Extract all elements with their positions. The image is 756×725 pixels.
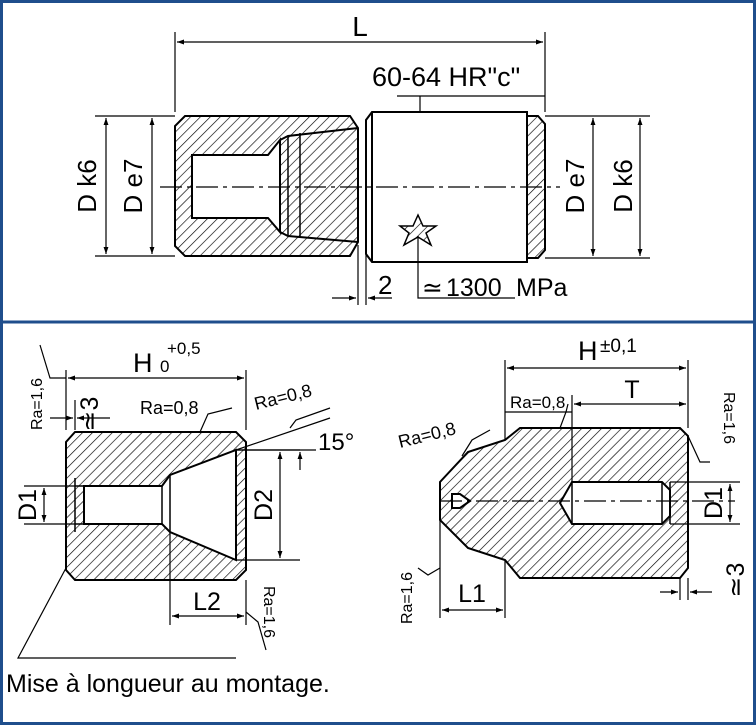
pressure-symbol: ≃ (422, 274, 443, 302)
left-roughness-top-left: Ra=1,6 (29, 378, 46, 430)
left-bore-dia-label: D1 (14, 489, 42, 521)
die-section (174, 115, 359, 257)
right-detail-view (417, 360, 740, 618)
left-chamfer-label: ≃3 (76, 397, 104, 432)
right-bore-dia-label: D1 (700, 487, 728, 519)
right-inner-dia-label: D e7 (560, 159, 590, 214)
tip-length-label: L1 (458, 580, 486, 608)
cone-dia-label: D2 (250, 489, 278, 521)
left-height-symbol: H (133, 348, 153, 378)
left-outer-dia-label: D k6 (72, 159, 102, 212)
right-chamfer-label: ≃3 (722, 563, 750, 598)
right-roughness-top: Ra=0,8 (510, 393, 565, 412)
punch-detail-section (439, 427, 689, 579)
pressure-unit: MPa (516, 274, 568, 302)
right-height-tol: ±0,1 (600, 336, 637, 357)
left-detail-view (17, 344, 331, 659)
dim-L-label: L (352, 11, 368, 42)
depth-T-label: T (624, 376, 639, 404)
right-roughness-left: Ra=1,6 (399, 572, 416, 624)
left-inner-dia-label: D e7 (118, 159, 148, 214)
right-roughness-cone: Ra=0,8 (396, 418, 458, 452)
left-roughness-bore: Ra=0,8 (140, 398, 199, 418)
left-height-tol: +0,5 (167, 339, 201, 358)
hardness-note: 60-64 HR"c" (372, 62, 520, 92)
pressure-value: 1300 (446, 274, 502, 302)
left-roughness-right: Ra=1,6 (260, 586, 277, 638)
gap-dim-label: 2 (378, 270, 392, 300)
left-height-sub: 0 (160, 357, 169, 376)
right-height-symbol: H (578, 336, 598, 366)
right-outer-dia-label: D k6 (608, 159, 638, 212)
left-roughness-cone: Ra=0,8 (252, 380, 314, 414)
pressure-leader (417, 236, 515, 299)
cone-depth-label: L2 (193, 588, 221, 616)
right-roughness-right: Ra=1,6 (720, 392, 737, 444)
die-detail-section (65, 431, 247, 581)
caption: Mise à longueur au montage. (6, 670, 330, 698)
cone-angle-label: 15° (318, 429, 354, 456)
top-assembly-view (95, 32, 650, 305)
